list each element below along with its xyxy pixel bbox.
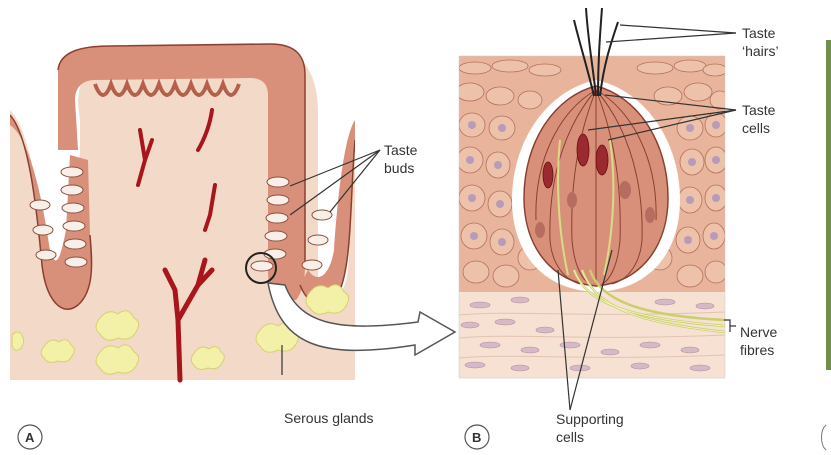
taste-buds-label-line1: Taste: [384, 142, 418, 158]
supporting-cells-label-line2: cells: [556, 429, 584, 445]
panel-a-letter: A: [25, 430, 35, 445]
panel-b-letter: B: [472, 430, 481, 445]
taste-buds-label-line2: buds: [384, 160, 414, 176]
nerve-fibres-label-line2: fibres: [740, 342, 774, 358]
panel-a: Taste buds Serous glands A: [10, 40, 455, 449]
taste-hairs-label-line1: Taste: [742, 25, 776, 41]
serous-glands-label: Serous glands: [284, 410, 374, 426]
connective-tissue: [459, 292, 725, 378]
taste-cells-label-line2: cells: [742, 120, 770, 136]
taste-hairs-label-line2: ‘hairs’: [742, 43, 779, 59]
next-panel-edge: [822, 40, 831, 450]
supporting-cells-label-line1: Supporting: [556, 411, 624, 427]
nerve-fibres-label-line1: Nerve: [740, 324, 778, 340]
taste-cells-label-line1: Taste: [742, 102, 776, 118]
panel-b: Taste ‘hairs’ Taste cells Nerve fibres S…: [456, 8, 779, 449]
